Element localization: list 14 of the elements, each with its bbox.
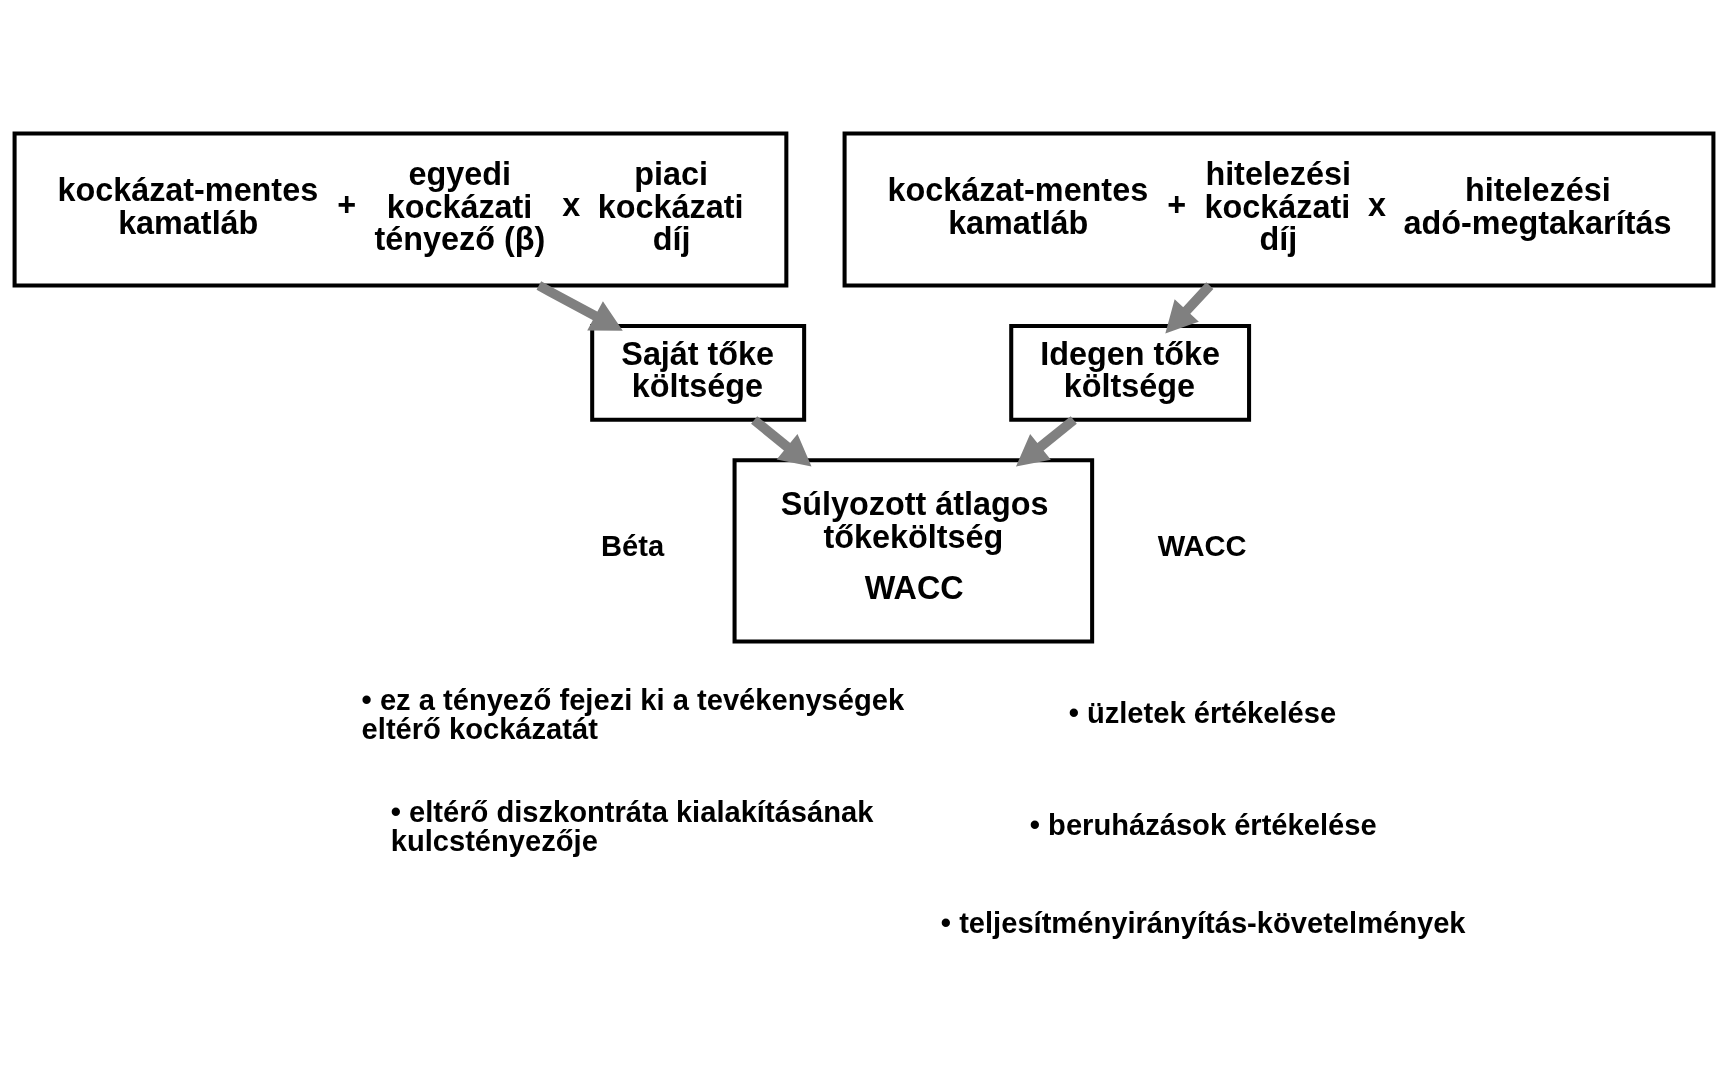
label: • eltérő diszkontráta kialakításának kulcstényezője xyxy=(390,795,874,857)
label: WACC xyxy=(1157,530,1247,563)
arrow xyxy=(1016,416,1077,467)
label: Béta xyxy=(601,530,665,563)
node-box: Saját tőke költsége xyxy=(590,324,807,422)
label: • üzletek értékelése xyxy=(1068,697,1337,730)
label: • beruházások értékelése xyxy=(1029,808,1377,841)
arrow xyxy=(1165,282,1214,334)
node-box: Súlyozott átlagos tőkeköltség WACC xyxy=(732,458,1095,644)
label: • ez a tényező fejezi ki a tevékenységek eltérő kockázatát xyxy=(361,684,905,746)
node-box: Idegen tőke költsége xyxy=(1009,324,1252,422)
arrow xyxy=(751,416,812,467)
arrow xyxy=(536,281,623,331)
label: • teljesítményirányítás-követelmények xyxy=(940,907,1466,940)
